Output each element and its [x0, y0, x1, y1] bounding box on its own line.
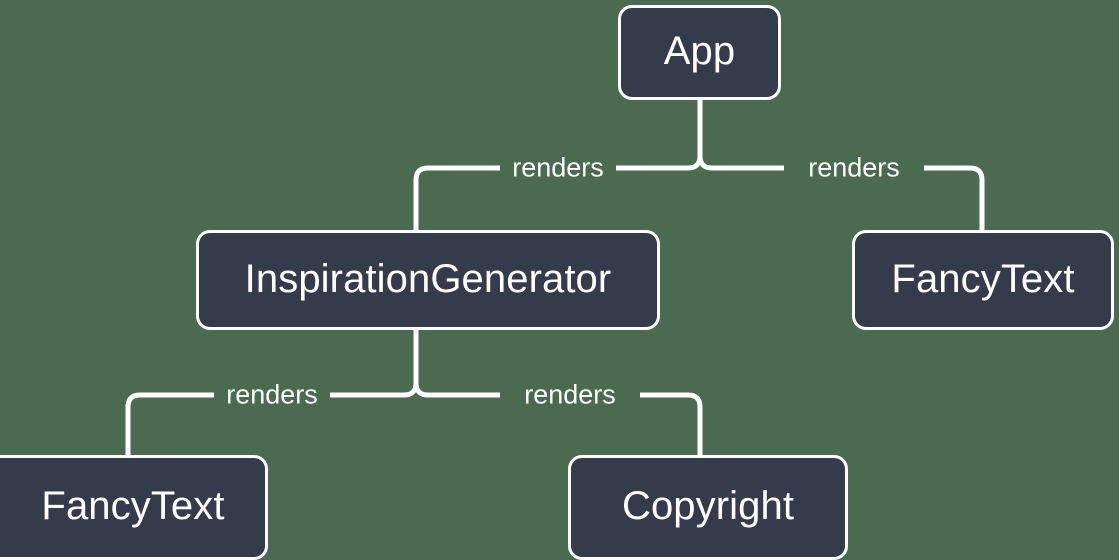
connector-app-to-fancytext-right: [697, 155, 985, 230]
edge-label-app-to-inspiration-generator: renders: [512, 152, 604, 183]
node-app-label: App: [663, 29, 736, 73]
node-copyright[interactable]: Copyright: [568, 455, 848, 560]
connector-inspiration-generator-to-copyright: [413, 382, 703, 455]
edge-label-app-to-fancytext-right: renders: [808, 152, 900, 183]
node-fancytext-right[interactable]: FancyText: [852, 230, 1114, 330]
edge-label-inspiration-generator-to-copyright: renders: [524, 379, 616, 410]
node-app[interactable]: App: [618, 5, 781, 100]
node-copyright-label: Copyright: [621, 484, 795, 528]
node-fancytext-bottom-left[interactable]: FancyText: [0, 455, 268, 560]
node-inspiration-generator[interactable]: InspirationGenerator: [196, 230, 660, 330]
node-inspiration-generator-label: InspirationGenerator: [244, 256, 612, 301]
node-fancytext-bottom-left-label: FancyText: [41, 484, 225, 528]
edge-label-inspiration-generator-to-fancytext: renders: [226, 379, 318, 410]
node-fancytext-right-label: FancyText: [891, 256, 1075, 301]
